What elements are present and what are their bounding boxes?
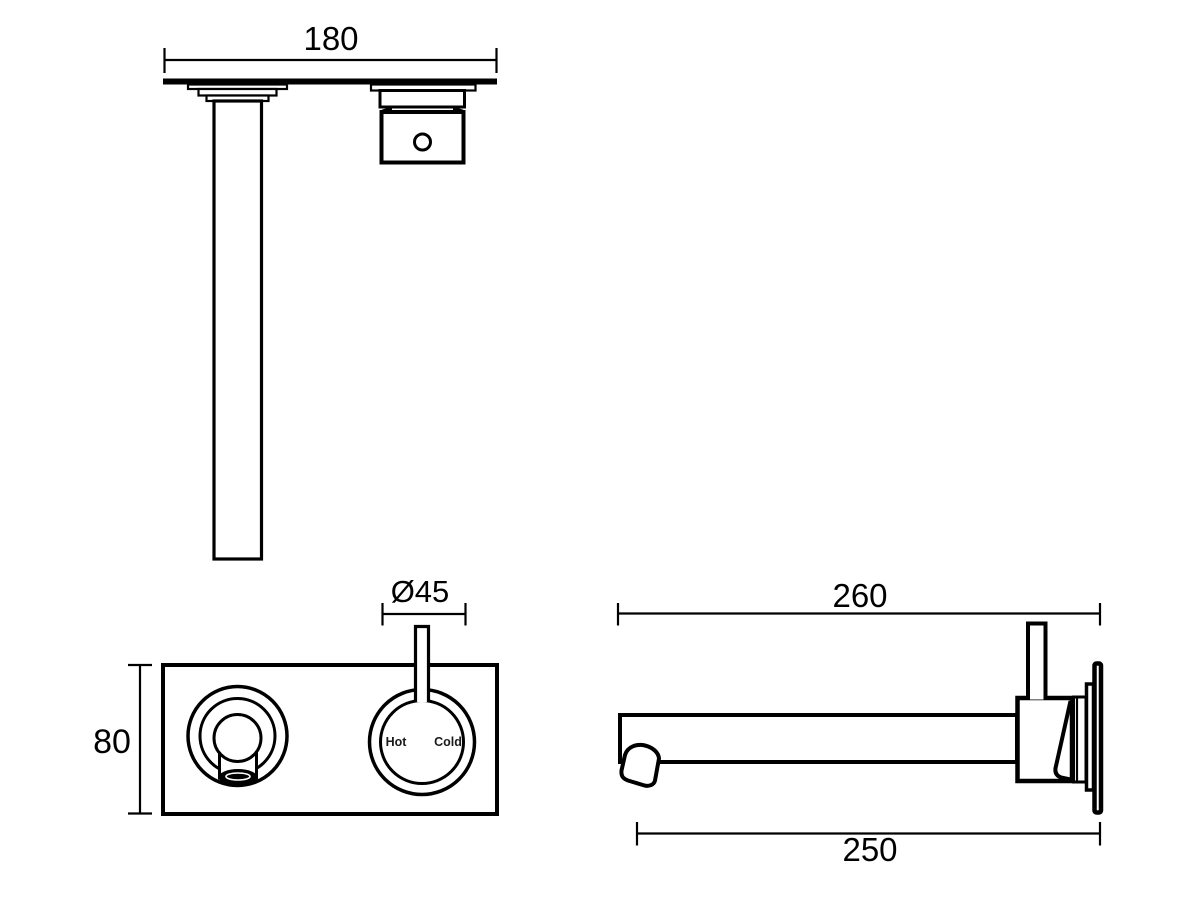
dim-label-260: 260: [832, 577, 887, 614]
dim-label-80: 80: [93, 723, 131, 761]
spout-nozzle: [619, 742, 661, 788]
hot-label: Hot: [386, 735, 408, 749]
cap-silhouette-line: [1053, 700, 1073, 782]
dim-label-250: 250: [842, 831, 897, 868]
handle-lever-front: [413, 624, 431, 702]
spout-barrel: [618, 713, 1019, 764]
faceplate-edge: [163, 78, 497, 85]
dimension-260: 260: [616, 577, 1102, 626]
front-view: 80 Ø45 Hot Cold: [93, 574, 499, 816]
mixer-body-top: [369, 83, 477, 165]
spout-tube-top: [212, 99, 264, 561]
dimension-80: 80: [93, 663, 152, 815]
handle-lever-side: [1026, 621, 1048, 700]
mixer-cartridge: [378, 89, 466, 109]
spout-outlet: [218, 769, 258, 786]
screw-hole: [413, 132, 432, 152]
dim-label-180: 180: [303, 20, 358, 57]
mixer-body-side: [1015, 621, 1104, 815]
cap-panel: [1072, 695, 1088, 784]
spout-front: [186, 684, 289, 788]
cold-label: Cold: [434, 735, 462, 749]
wall-flange: [1092, 661, 1104, 815]
spout-tube-ring: [212, 713, 263, 763]
spout-outlet-inner: [225, 772, 251, 781]
dimension-180: 180: [163, 20, 498, 73]
dim-label-45: Ø45: [391, 574, 450, 609]
top-view: 180: [163, 20, 498, 561]
handle-front: Hot Cold: [367, 624, 477, 797]
spout-side: [618, 713, 1019, 788]
dimension-250: 250: [635, 822, 1102, 868]
side-view: 260 250: [616, 577, 1104, 868]
spout-flange-top: [186, 83, 289, 103]
dimension-45: Ø45: [381, 574, 467, 626]
